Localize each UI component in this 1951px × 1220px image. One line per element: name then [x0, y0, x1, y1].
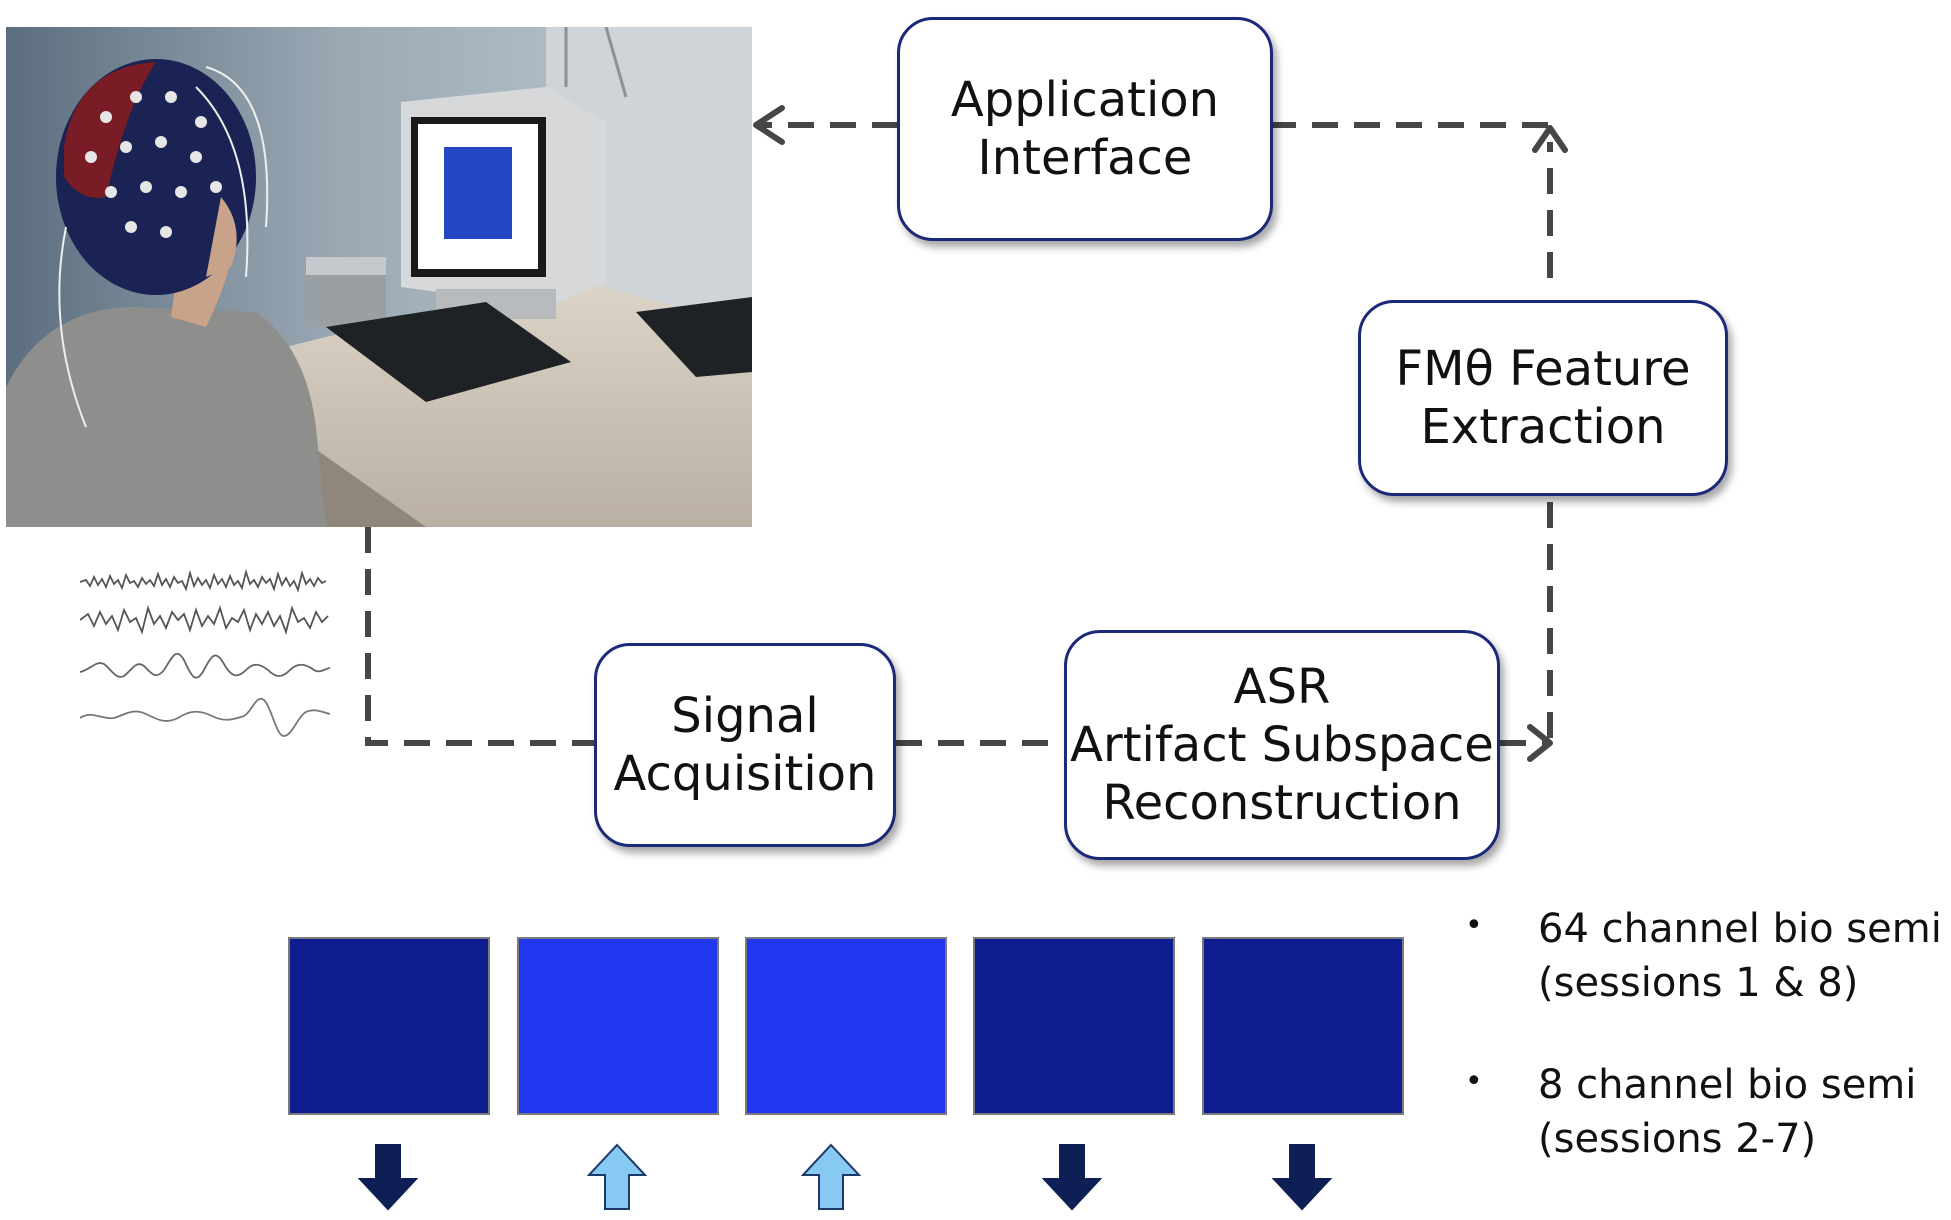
arrowhead-right: [1527, 724, 1553, 762]
eeg-trace: [80, 604, 329, 636]
note-item: 8 channel bio semi (sessions 2-7): [1538, 1058, 1916, 1166]
box-label-line: Acquisition: [613, 746, 877, 802]
note-line: (sessions 1 & 8): [1538, 960, 1859, 1006]
arrow-shape: [358, 1144, 418, 1211]
eeg-waveforms: [80, 568, 330, 737]
eeg-trace: [80, 652, 330, 679]
box-label-line: Signal: [671, 688, 819, 744]
arrowhead-up: [1532, 125, 1568, 153]
stimulus-square: [1202, 937, 1404, 1115]
stimulus-square: [745, 937, 947, 1115]
signal-acquisition-box: Signal Acquisition: [594, 643, 896, 847]
box-label-line: FMθ Feature: [1395, 341, 1691, 397]
stimulus-square: [973, 937, 1175, 1115]
note-line: (sessions 2-7): [1538, 1116, 1817, 1162]
eeg-trace: [80, 697, 330, 737]
application-interface-box: Application Interface: [897, 17, 1273, 241]
box-label-line: Interface: [977, 130, 1193, 186]
note-item: 64 channel bio semi (sessions 1 & 8): [1538, 902, 1942, 1010]
arrow-shape: [587, 1143, 647, 1210]
stimulus-square: [517, 937, 719, 1115]
bullet-icon: •: [1465, 1064, 1483, 1099]
box-label-line: Artifact Subspace: [1070, 717, 1494, 773]
down-arrow-icon: [1272, 1144, 1332, 1211]
asr-box: ASR Artifact Subspace Reconstruction: [1064, 630, 1500, 860]
up-arrow-icon: [587, 1143, 647, 1210]
box-label-line: Extraction: [1420, 399, 1666, 455]
box-label-line: ASR: [1233, 659, 1331, 715]
down-arrow-icon: [358, 1144, 418, 1211]
feature-extraction-box: FMθ Feature Extraction: [1358, 300, 1728, 496]
arrow-shape: [801, 1143, 861, 1210]
connector-photo-to-signal: [365, 527, 594, 746]
arrow-shape: [1042, 1144, 1102, 1211]
eeg-subject-photo: [6, 27, 752, 527]
eeg-trace: [80, 568, 327, 593]
box-label-line: Application: [950, 72, 1220, 128]
arrowhead-left: [753, 105, 785, 145]
down-arrow-icon: [1042, 1144, 1102, 1211]
arrow-shape: [1272, 1144, 1332, 1211]
box-label-line: Reconstruction: [1102, 775, 1462, 831]
up-arrow-icon: [801, 1143, 861, 1210]
bullet-icon: •: [1465, 908, 1483, 943]
note-line: 8 channel bio semi: [1538, 1062, 1917, 1108]
note-line: 64 channel bio semi: [1538, 906, 1942, 952]
stimulus-square: [288, 937, 490, 1115]
